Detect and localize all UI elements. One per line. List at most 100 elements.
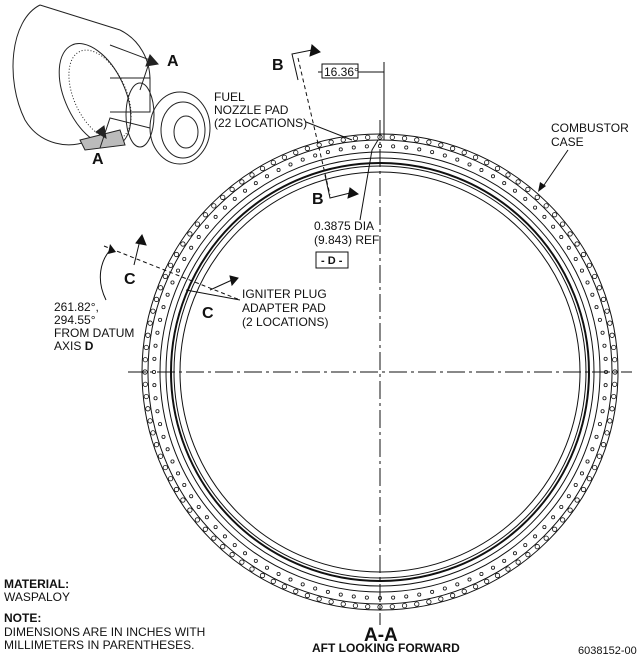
bolt-hole bbox=[534, 544, 540, 550]
bolt-hole bbox=[211, 535, 217, 541]
igniter-label-1: IGNITER PLUG bbox=[242, 287, 327, 301]
bolt-hole bbox=[604, 430, 610, 436]
bolt-hole bbox=[352, 135, 359, 141]
datum-label: - D - bbox=[321, 255, 343, 267]
bolt-hole bbox=[253, 558, 258, 563]
bolt-hole bbox=[189, 494, 194, 499]
bolt-hole bbox=[594, 305, 599, 310]
angle-label-4: AXIS D bbox=[54, 339, 94, 353]
bolt-hole bbox=[202, 212, 208, 218]
bolt-hole bbox=[165, 292, 170, 297]
bolt-hole bbox=[173, 486, 180, 493]
bolt-hole bbox=[143, 344, 149, 351]
bolt-hole bbox=[525, 552, 531, 558]
bolt-hole bbox=[365, 134, 371, 140]
bolt-hole bbox=[182, 482, 187, 487]
bolt-hole bbox=[438, 596, 444, 602]
bolt-hole bbox=[145, 332, 151, 338]
view-subtitle: AFT LOOKING FORWARD bbox=[312, 641, 460, 655]
bolt-hole bbox=[204, 224, 209, 229]
bolt-hole bbox=[316, 596, 322, 602]
bolt-hole bbox=[211, 203, 217, 209]
bolt-hole bbox=[161, 434, 166, 439]
bolt-hole bbox=[573, 482, 578, 487]
bolt-hole bbox=[162, 464, 168, 471]
bolt-hole bbox=[142, 357, 148, 363]
bolt-hole bbox=[479, 571, 484, 576]
bolt-hole bbox=[585, 459, 590, 464]
datum-box bbox=[315, 251, 349, 269]
centerlines bbox=[128, 120, 632, 625]
bolt-hole bbox=[515, 179, 521, 185]
fuel-nozzle-label-2: NOZZLE PAD bbox=[214, 103, 289, 117]
bolt-hole bbox=[229, 552, 235, 558]
igniter-label-2: ADAPTER PAD bbox=[242, 301, 326, 315]
bolt-hole bbox=[153, 343, 158, 348]
bolt-hole bbox=[484, 578, 490, 584]
bolt-hole bbox=[552, 526, 558, 532]
fuel-nozzle-leader bbox=[305, 121, 353, 141]
bolt-hole bbox=[213, 525, 218, 530]
bolt-hole bbox=[450, 592, 456, 599]
bolt-hole bbox=[430, 150, 435, 155]
bolt-hole bbox=[158, 285, 164, 291]
bolt-hole bbox=[389, 604, 395, 610]
bolt-hole bbox=[567, 507, 573, 513]
bolt-hole bbox=[552, 212, 558, 218]
bolt-hole bbox=[490, 174, 495, 179]
bolt-hole bbox=[512, 188, 517, 193]
bolt-hole bbox=[533, 205, 538, 210]
note-line-1: DIMENSIONS ARE IN INCHES WITH bbox=[4, 625, 205, 639]
bolt-hole bbox=[338, 592, 343, 597]
bolt-hole bbox=[196, 504, 201, 509]
bolt-hole bbox=[607, 418, 613, 424]
bolt-hole bbox=[364, 595, 369, 600]
bolt-hole bbox=[180, 241, 186, 247]
bolt-hole bbox=[325, 589, 330, 594]
bolt-hole bbox=[340, 137, 346, 143]
bolt-hole bbox=[600, 409, 605, 414]
bolt-hole bbox=[542, 214, 547, 219]
bolt-hole bbox=[611, 393, 617, 400]
bolt-hole bbox=[204, 515, 209, 520]
igniter-label-3: (2 LOCATIONS) bbox=[242, 315, 328, 329]
bolt-hole bbox=[590, 292, 595, 297]
engine-isometric-sketch bbox=[12, 4, 211, 165]
bolt-hole bbox=[168, 262, 174, 268]
bolt-hole bbox=[338, 147, 343, 152]
angle-arc bbox=[99, 247, 113, 301]
bolt-hole bbox=[585, 280, 590, 285]
bolt-hole bbox=[580, 486, 587, 493]
drawing-number: 6038152-00 bbox=[578, 645, 637, 657]
bolt-hole bbox=[543, 203, 549, 209]
material-value: WASPALOY bbox=[4, 590, 70, 604]
bolt-hole bbox=[153, 396, 158, 401]
bolt-hole bbox=[586, 262, 592, 268]
bolt-hole bbox=[152, 356, 157, 361]
bolt-hole bbox=[300, 582, 305, 587]
bolt-hole bbox=[461, 588, 467, 594]
bolt-hole bbox=[494, 572, 501, 579]
bolt-hole bbox=[232, 543, 237, 548]
bolt-hole bbox=[502, 181, 507, 186]
bolt-hole bbox=[288, 577, 293, 582]
bolt-hole bbox=[580, 251, 587, 258]
section-c-left-label: C bbox=[124, 271, 136, 288]
bolt-hole bbox=[325, 150, 330, 155]
bolt-hole bbox=[232, 196, 237, 201]
bolt-hole bbox=[196, 235, 201, 240]
bolt-hole bbox=[365, 604, 371, 610]
section-b-line bbox=[291, 44, 385, 199]
bolt-hole bbox=[293, 150, 299, 156]
bolt-hole bbox=[270, 578, 276, 584]
bolt-hole bbox=[611, 344, 617, 351]
bolt-hole bbox=[592, 464, 598, 471]
bolt-hole bbox=[352, 603, 359, 609]
bolt-hole bbox=[158, 422, 163, 427]
bolt-hole bbox=[590, 447, 595, 452]
bolt-hole bbox=[534, 194, 540, 200]
diameter-label-1: 0.3875 DIA bbox=[314, 219, 374, 233]
bolt-hole bbox=[472, 584, 479, 590]
bolt-hole bbox=[391, 144, 396, 149]
bolt-hole bbox=[176, 471, 181, 476]
